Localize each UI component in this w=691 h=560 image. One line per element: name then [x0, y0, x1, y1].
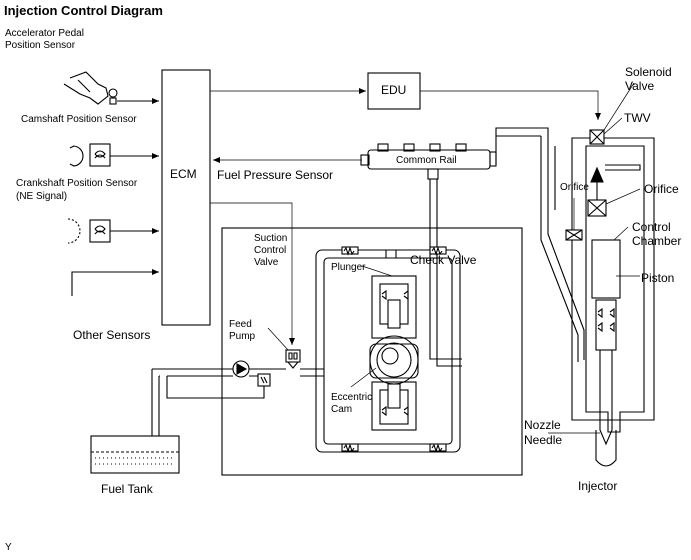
orifice-left-icon [565, 229, 583, 241]
nozzle-needle-label-line2: Needle [524, 433, 563, 447]
suction-valve-label-line1: Suction [254, 233, 288, 244]
orifice-right-icon [587, 199, 607, 217]
edu-box [367, 72, 421, 110]
control-flow-arrow [590, 164, 641, 212]
twv-valve [589, 129, 605, 145]
feed-pump-label-line2: Pump [229, 331, 256, 342]
solenoid-valve-label-line1: Solenoid [625, 65, 672, 79]
accel-sensor-label-line2: Position Sensor [5, 40, 76, 51]
fuel-pressure-sensor-label: Fuel Pressure Sensor [217, 168, 334, 182]
plunger-lower [371, 381, 417, 431]
feed-pump [232, 360, 271, 387]
other-sensors-label: Other Sensors [73, 328, 151, 342]
ecm-box [161, 69, 211, 326]
piston-label: Piston [641, 271, 675, 285]
injector-supply-line [540, 136, 585, 362]
crank-sensor-label-line2: (NE Signal) [16, 191, 68, 202]
camshaft-sensor-icon [69, 143, 111, 167]
control-chamber-label-line1: Control [632, 220, 671, 234]
leader-lines [267, 82, 641, 434]
feed-pump-label-line1: Feed [229, 319, 252, 330]
control-chamber-label-line2: Chamber [632, 234, 682, 248]
supply-pump-housing [221, 227, 523, 476]
suction-valve-label-line2: Control [254, 245, 287, 256]
crankshaft-sensor-icon [67, 218, 111, 244]
feed-pump-pipes [151, 368, 324, 436]
orifice-left-label: Orifice [560, 182, 589, 193]
eccentric-cam-label-line2: Cam [331, 404, 353, 415]
other-sensors-line [71, 269, 159, 296]
check-valve-icons [341, 246, 447, 453]
common-rail-label: Common Rail [396, 155, 457, 166]
page-title: Injection Control Diagram [4, 3, 163, 18]
edu-to-twv-line [420, 90, 601, 120]
eccentric-cam-label-line1: Eccentric [331, 392, 373, 403]
rail-to-pump-pipe [429, 179, 462, 367]
corner-mark: Y [5, 542, 12, 553]
fuel-tank [90, 435, 180, 474]
nozzle-needle-label-line1: Nozzle [524, 418, 561, 432]
cam-sensor-label: Camshaft Position Sensor [21, 114, 137, 125]
accel-sensor-label-line1: Accelerator Pedal [5, 28, 84, 39]
plunger-upper [371, 275, 417, 339]
injector-label: Injector [578, 479, 618, 493]
edu-label: EDU [381, 83, 407, 97]
common-rail-shape [360, 143, 497, 180]
injector-body [571, 137, 655, 467]
plunger-label: Plunger [331, 262, 366, 273]
crank-sensor-label-line1: Crankshaft Position Sensor [16, 178, 138, 189]
accelerator-pedal-icon [63, 71, 118, 105]
suction-valve-label-line3: Valve [254, 257, 279, 268]
rail-to-injector-pipe [495, 127, 549, 210]
ecm-to-scv-line [210, 202, 295, 345]
pump-fuel-circuit [315, 249, 461, 453]
fuel-tank-label: Fuel Tank [101, 482, 153, 496]
eccentric-cam [369, 335, 419, 385]
orifice-right-label: Orifice [644, 182, 679, 196]
suction-control-valve [285, 349, 301, 369]
twv-label: TWV [624, 111, 651, 125]
solenoid-valve-label-line2: Valve [625, 79, 655, 93]
ecm-label: ECM [170, 167, 197, 181]
check-valve-label: Check Valve [410, 253, 477, 267]
